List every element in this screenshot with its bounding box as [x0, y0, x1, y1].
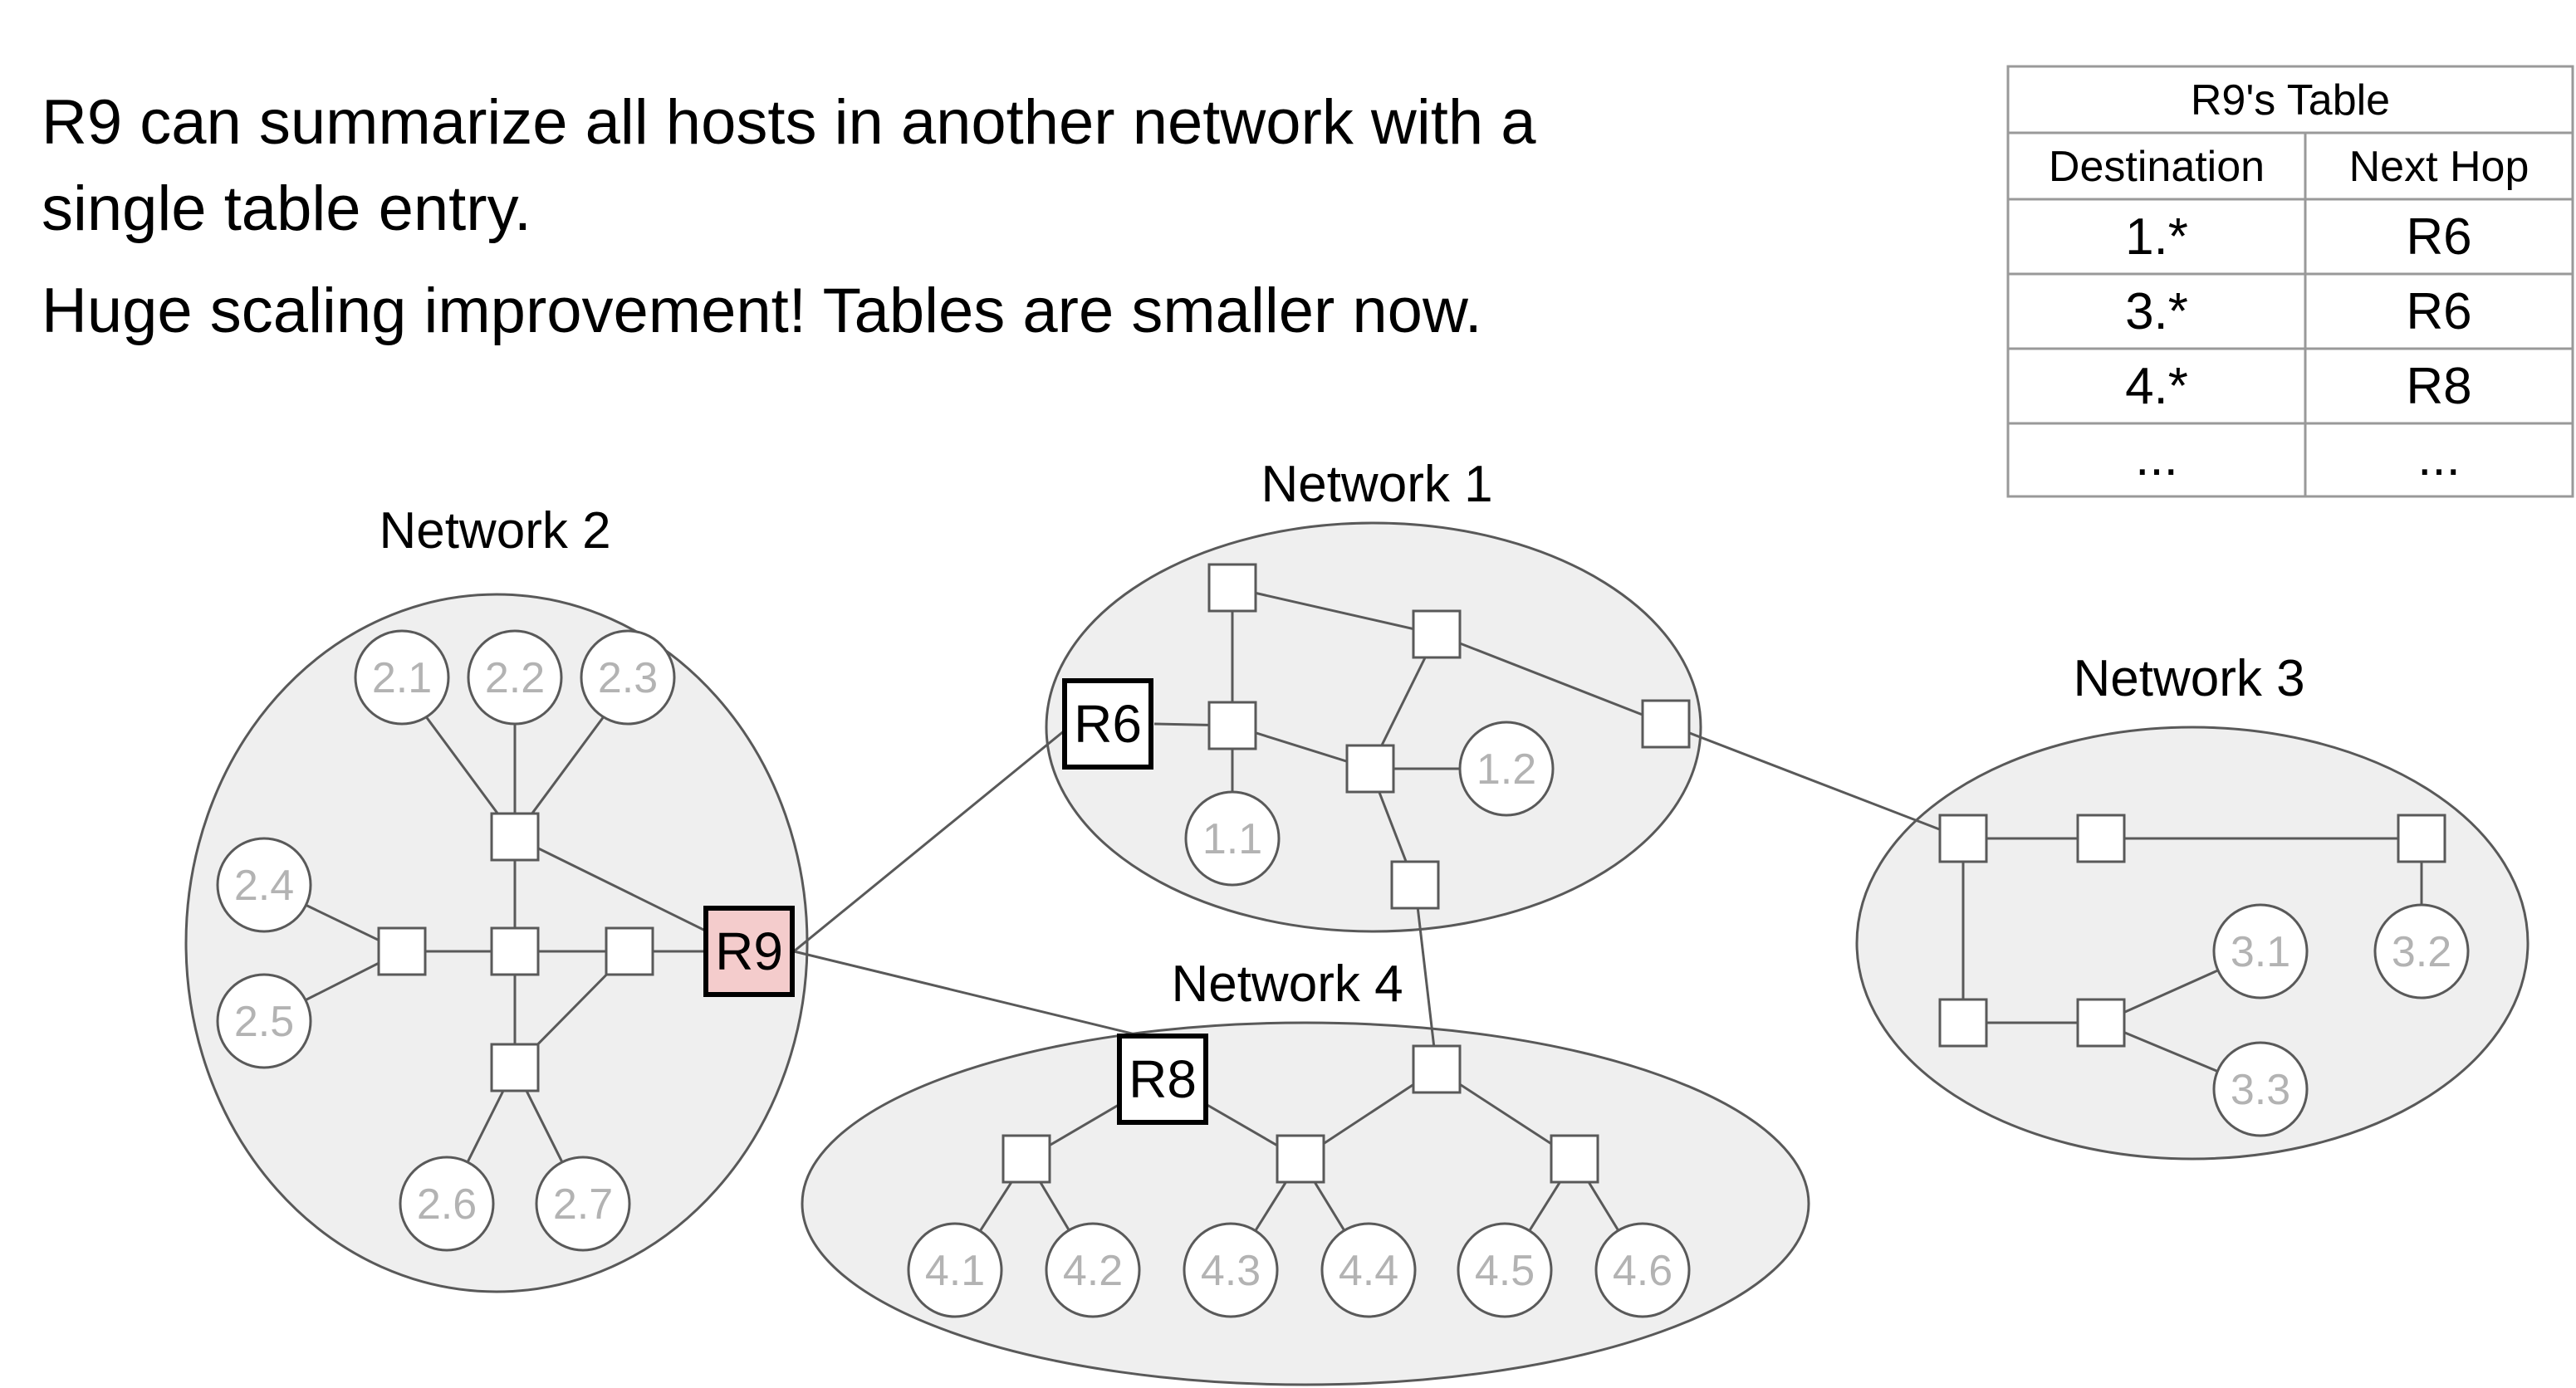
- table-header-next-hop: Next Hop: [2349, 143, 2529, 191]
- host-1-2: [1458, 721, 1555, 817]
- intro-text-line-1: R9 can summarize all hosts in another ne…: [42, 87, 1536, 158]
- switch-n2-top: [490, 812, 540, 862]
- table-cell-hop-2: R6: [2406, 283, 2471, 340]
- host-4-6: [1594, 1222, 1691, 1318]
- switch-n2-right: [605, 926, 654, 976]
- network-3-label: Network 3: [2073, 650, 2304, 707]
- host-2-1: [354, 629, 450, 726]
- table-cell-hop-3: R8: [2406, 358, 2471, 415]
- network-4-label: Network 4: [1171, 955, 1403, 1013]
- host-2-7: [535, 1156, 631, 1252]
- host-3-3: [2212, 1041, 2309, 1137]
- switch-n4-d: [1550, 1134, 1599, 1184]
- host-4-3-label: 4.3: [1201, 1247, 1261, 1295]
- host-4-6-label: 4.6: [1613, 1247, 1672, 1295]
- host-2-1-label: 2.1: [372, 654, 432, 702]
- switch-n3-b: [2076, 814, 2126, 863]
- switch-n3-d: [1938, 998, 1988, 1048]
- router-r6: R6: [1062, 678, 1153, 770]
- router-r9: R9: [703, 906, 795, 997]
- network-1-label: Network 1: [1261, 456, 1492, 513]
- host-4-4-label: 4.4: [1339, 1247, 1398, 1295]
- switch-n4-a: [1412, 1044, 1462, 1094]
- host-4-2-label: 4.2: [1063, 1247, 1123, 1295]
- switch-n2-left: [377, 926, 427, 976]
- router-r8: R8: [1117, 1034, 1208, 1125]
- host-2-3: [580, 629, 676, 726]
- table-cell-dest-2: 3.*: [2125, 283, 2188, 340]
- network-2-label: Network 2: [379, 502, 610, 560]
- host-2-6-label: 2.6: [417, 1180, 477, 1229]
- r9-routing-table: R9's Table Destination Next Hop 1.* R6 3…: [2006, 65, 2574, 498]
- router-r8-label: R8: [1129, 1049, 1197, 1109]
- table-title: R9's Table: [2191, 76, 2390, 125]
- host-2-6: [399, 1156, 495, 1252]
- host-1-1: [1184, 790, 1281, 887]
- switch-n2-bottom: [490, 1043, 540, 1092]
- host-2-7-label: 2.7: [553, 1180, 613, 1229]
- host-2-4-label: 2.4: [234, 862, 294, 910]
- scaling-text: Huge scaling improvement! Tables are sma…: [42, 276, 1482, 346]
- host-2-3-label: 2.3: [598, 654, 658, 702]
- table-cell-hop-1: R6: [2406, 208, 2471, 266]
- host-3-3-label: 3.3: [2231, 1066, 2290, 1114]
- host-1-1-label: 1.1: [1202, 815, 1262, 863]
- table-cell-hop-4: ...: [2417, 429, 2461, 486]
- switch-n1-b: [1412, 609, 1462, 659]
- host-4-1: [907, 1222, 1003, 1318]
- switch-n1-c: [1641, 699, 1691, 749]
- host-3-1: [2212, 903, 2309, 999]
- switch-n2-center: [490, 926, 540, 976]
- host-1-2-label: 1.2: [1477, 745, 1536, 794]
- switch-n3-c: [2397, 814, 2446, 863]
- switch-n3-e: [2076, 998, 2126, 1048]
- host-2-2: [467, 629, 563, 726]
- switch-n1-a: [1207, 563, 1257, 613]
- router-r9-label: R9: [715, 921, 783, 981]
- switch-n1-e: [1345, 744, 1395, 794]
- network-3-ellipse: [1855, 726, 2529, 1161]
- switch-n3-a: [1938, 814, 1988, 863]
- intro-text-line-2: single table entry.: [42, 174, 532, 244]
- host-4-2: [1045, 1222, 1141, 1318]
- table-header-destination: Destination: [2049, 143, 2265, 191]
- network-4-ellipse: [801, 1021, 1810, 1386]
- host-4-1-label: 4.1: [925, 1247, 985, 1295]
- table-cell-dest-4: ...: [2135, 429, 2178, 486]
- host-2-2-label: 2.2: [485, 654, 545, 702]
- host-4-4: [1320, 1222, 1417, 1318]
- host-3-2-label: 3.2: [2392, 928, 2451, 976]
- host-4-5-label: 4.5: [1475, 1247, 1535, 1295]
- switch-n1-f: [1390, 860, 1440, 910]
- switch-n1-d: [1207, 701, 1257, 750]
- host-2-5: [216, 973, 312, 1069]
- router-r6-label: R6: [1074, 694, 1142, 754]
- host-4-5: [1457, 1222, 1553, 1318]
- table-cell-dest-1: 1.*: [2125, 208, 2188, 266]
- host-2-5-label: 2.5: [234, 998, 294, 1046]
- host-3-2: [2373, 903, 2470, 999]
- host-4-3: [1183, 1222, 1279, 1318]
- table-cell-dest-3: 4.*: [2125, 358, 2188, 415]
- switch-n4-c: [1276, 1134, 1325, 1184]
- host-2-4: [216, 837, 312, 933]
- host-3-1-label: 3.1: [2231, 928, 2290, 976]
- switch-n4-b: [1002, 1134, 1051, 1184]
